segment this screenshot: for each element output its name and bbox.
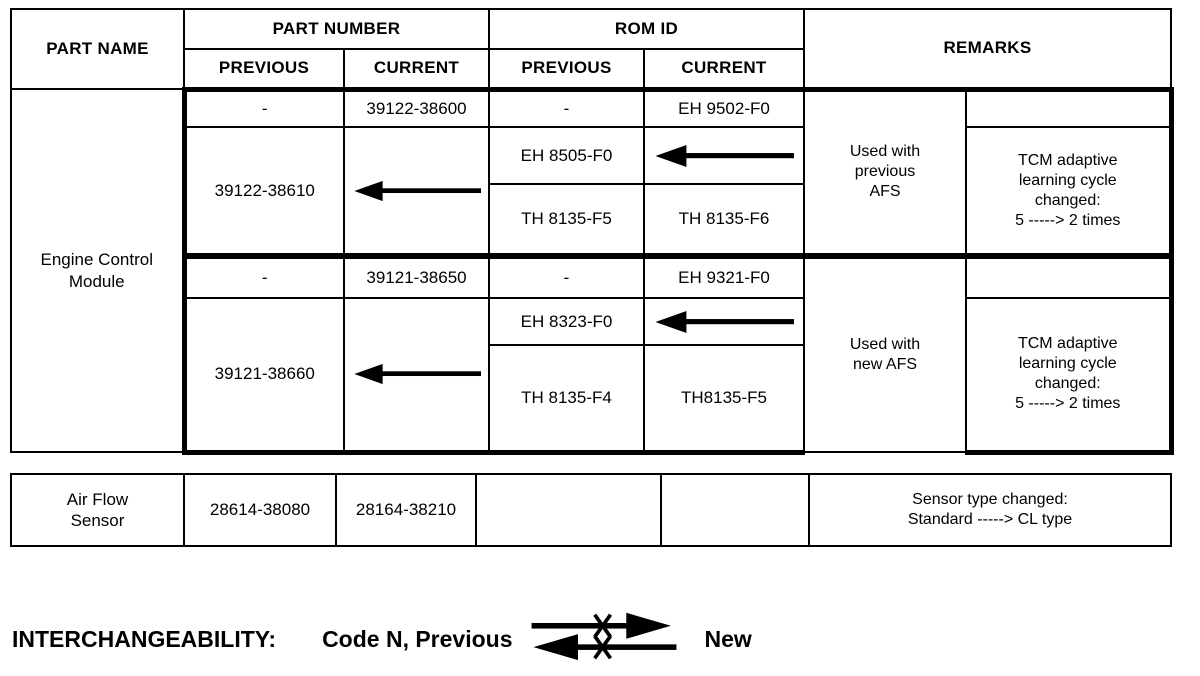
ecm-s2-r1-rom-current: EH 9321-F0: [643, 253, 805, 299]
header-rom-current: CURRENT: [643, 48, 805, 90]
parts-table: PART NAME PART NUMBER ROM ID REMARKS PRE…: [10, 8, 1174, 455]
interchangeability-code-label: Code N, Previous: [322, 625, 513, 652]
ecm-s1-rom-r3-current: TH 8135-F6: [643, 183, 805, 259]
left-arrow-icon: [353, 364, 481, 385]
crossed-interchange-arrows-icon: [529, 610, 679, 668]
interchangeability-new-label: New: [704, 625, 752, 652]
ecm-name-cell: Engine Control Module: [10, 88, 185, 453]
ecm-s1-r1-pn-previous: -: [181, 86, 345, 128]
afs-pn-current: 28164-38210: [335, 473, 477, 547]
header-rom-previous: PREVIOUS: [488, 48, 645, 90]
left-arrow-icon: [353, 180, 481, 201]
left-arrow-icon: [655, 144, 794, 167]
ecm-s1-remark-right: TCM adaptive learning cycle changed: 5 -…: [965, 126, 1174, 257]
ecm-s1-remark-left: Used with previous AFS: [803, 86, 967, 257]
afs-remark: Sensor type changed: Standard -----> CL …: [808, 473, 1172, 547]
ecm-s1-remark-right-empty: [965, 86, 1174, 128]
ecm-s1-pn-arrow-cell: [343, 126, 490, 257]
interchangeability-legend: INTERCHANGEABILITY: Code N, Previous New: [12, 610, 752, 668]
ecm-s2-rom-arrow-cell: [643, 297, 805, 346]
air-flow-sensor-table: Air Flow Sensor 28614-38080 28164-38210 …: [10, 473, 1172, 547]
interchangeability-label: INTERCHANGEABILITY:: [12, 625, 277, 652]
header-pn-current: CURRENT: [343, 48, 490, 90]
afs-rom-current: [660, 473, 810, 547]
ecm-s2-remark-left: Used with new AFS: [803, 253, 967, 453]
ecm-s2-remark-right: TCM adaptive learning cycle changed: 5 -…: [965, 297, 1174, 455]
ecm-s1-r1-rom-current: EH 9502-F0: [643, 86, 805, 128]
ecm-s2-rom-r3-current: TH8135-F5: [643, 344, 805, 455]
ecm-s1-rom-r3-previous: TH 8135-F5: [488, 183, 645, 259]
afs-name-cell: Air Flow Sensor: [10, 473, 185, 547]
ecm-s1-pn-previous: 39122-38610: [181, 126, 345, 257]
ecm-s1-rom-arrow-cell: [643, 126, 805, 185]
ecm-s1-r1-pn-current: 39122-38600: [343, 86, 490, 128]
afs-rom-previous: [475, 473, 662, 547]
ecm-s2-rom-r3-previous: TH 8135-F4: [488, 344, 645, 455]
ecm-s2-r1-pn-current: 39121-38650: [343, 253, 490, 299]
ecm-s2-r1-pn-previous: -: [181, 253, 345, 299]
header-pn-previous: PREVIOUS: [183, 48, 345, 90]
ecm-s1-rom-r2-previous: EH 8505-F0: [488, 126, 645, 185]
header-remarks: REMARKS: [803, 8, 1172, 90]
left-arrow-icon: [655, 310, 794, 333]
ecm-s2-pn-arrow-cell: [343, 297, 490, 455]
header-rom-id: ROM ID: [488, 8, 805, 50]
ecm-s1-r1-rom-previous: -: [488, 86, 645, 128]
ecm-s2-r1-rom-previous: -: [488, 253, 645, 299]
afs-pn-previous: 28614-38080: [183, 473, 337, 547]
ecm-s2-remark-right-empty: [965, 253, 1174, 299]
ecm-s2-pn-previous: 39121-38660: [181, 297, 345, 455]
header-part-name: PART NAME: [10, 8, 185, 90]
header-part-number: PART NUMBER: [183, 8, 490, 50]
ecm-s2-rom-r2-previous: EH 8323-F0: [488, 297, 645, 346]
